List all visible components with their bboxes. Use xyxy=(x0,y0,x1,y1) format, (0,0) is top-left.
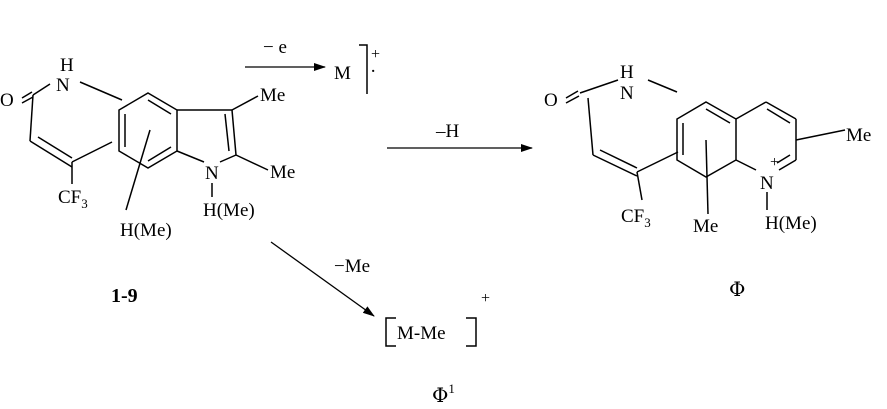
methyl-label-top: Me xyxy=(260,85,285,106)
m-me-bracket-right xyxy=(466,317,477,347)
r-cf3-label: CF3 xyxy=(621,206,651,230)
bond-chain-cf3-inner xyxy=(37,136,73,159)
bond-r-chain-cf3 xyxy=(592,154,638,177)
bond-c3-c2 xyxy=(231,109,237,156)
bond-c3-me xyxy=(231,95,259,111)
left-molecule: O H N CF3 Me Me N H(Me) H(Me) 1-9 xyxy=(0,55,295,307)
product-id-label: Φ xyxy=(729,277,745,301)
bond-o-carbonyl-outer xyxy=(21,91,33,99)
r-oxygen-label: O xyxy=(544,90,558,111)
ionization-step: − e M + · xyxy=(245,37,380,94)
bond-r-c4a-c4 xyxy=(735,101,767,120)
bond-r-o-carbonyl-inner xyxy=(565,95,580,104)
molecular-ion-label: M xyxy=(334,63,351,84)
methyl-loss-label: −Me xyxy=(334,256,370,277)
bond-r-chain-ring xyxy=(636,151,679,173)
bond-c3-c2-inner xyxy=(224,113,230,152)
benzene-ring xyxy=(118,92,178,169)
bond-c2-me xyxy=(235,154,269,171)
bond-r-cf3-down xyxy=(636,171,643,201)
methyl-label-side: Me xyxy=(270,162,295,183)
bond-r-carbonyl-nh xyxy=(579,79,619,94)
bond-r-c4-c3-inner xyxy=(766,108,791,124)
benzene-inner-bond-2 xyxy=(147,146,172,162)
bond-r-nh-ring xyxy=(647,79,678,93)
bond-r-chain-cf3-inner xyxy=(599,149,638,169)
bond-r-c2-n-inner xyxy=(776,154,791,164)
h-me-label-right: H(Me) xyxy=(203,200,255,221)
molecular-ion-radical: · xyxy=(370,61,376,82)
quinoline-benzene-inner-1 xyxy=(705,108,731,124)
bond-o-carbonyl-inner xyxy=(21,96,34,104)
compound-id-label: 1-9 xyxy=(111,285,138,307)
bond-r-carbonyl-down xyxy=(587,97,594,156)
r-ring-nitrogen-label: N xyxy=(760,173,774,194)
bond-n1-c7a xyxy=(176,150,205,163)
bond-c2-n1 xyxy=(219,154,237,163)
bond-chain-ring xyxy=(71,141,113,163)
m-me-bracket-left xyxy=(385,317,396,347)
bond-chain-cf3 xyxy=(29,140,73,168)
bond-r-c4-c3 xyxy=(765,101,797,120)
bond-r-o-carbonyl-outer xyxy=(565,90,579,99)
r-positive-charge: + xyxy=(770,154,779,171)
bond-r-n-c8a xyxy=(735,159,757,171)
ring-nitrogen-label: N xyxy=(205,163,219,184)
molecular-ion-charge: + xyxy=(371,46,380,63)
nh-hydrogen-label: H xyxy=(60,55,74,76)
m-me-ion-charge: + xyxy=(481,290,490,307)
right-molecule: O H N CF3 Me Me N + H(Me) Φ xyxy=(544,62,871,301)
bond-ring-hme xyxy=(125,129,151,211)
r-nh-nitrogen-label: N xyxy=(620,83,634,104)
hydrogen-loss-label: –H xyxy=(435,121,460,142)
fragment-id-label: Φ1 xyxy=(432,381,455,407)
r-methyl-label-lower: Me xyxy=(693,216,718,237)
r-h-me-label: H(Me) xyxy=(765,213,817,234)
oxygen-label: O xyxy=(0,90,14,111)
nh-nitrogen-label: N xyxy=(56,75,70,96)
r-nh-hydrogen-label: H xyxy=(620,62,634,83)
molecular-ion-bracket xyxy=(359,44,368,94)
bond-carbonyl-nh xyxy=(32,83,51,96)
bond-r-ring-me xyxy=(795,129,846,141)
bond-carbonyl-down xyxy=(29,94,34,142)
bond-nh-ring xyxy=(79,81,123,101)
bond-r-c2-n xyxy=(778,159,797,171)
bond-r-ring-me-lower xyxy=(705,139,709,215)
electron-loss-label: − e xyxy=(263,37,287,58)
methyl-loss-arrow xyxy=(270,241,375,317)
main-step: –H xyxy=(387,121,533,152)
h-me-label-left: H(Me) xyxy=(120,220,172,241)
m-me-ion-label: M-Me xyxy=(397,323,446,344)
cf3-label: CF3 xyxy=(58,187,88,211)
methyl-loss-step: −Me M-Me + Φ1 xyxy=(270,241,490,407)
r-methyl-label-right: Me xyxy=(846,125,871,146)
benzene-inner-bond-1 xyxy=(147,99,172,115)
